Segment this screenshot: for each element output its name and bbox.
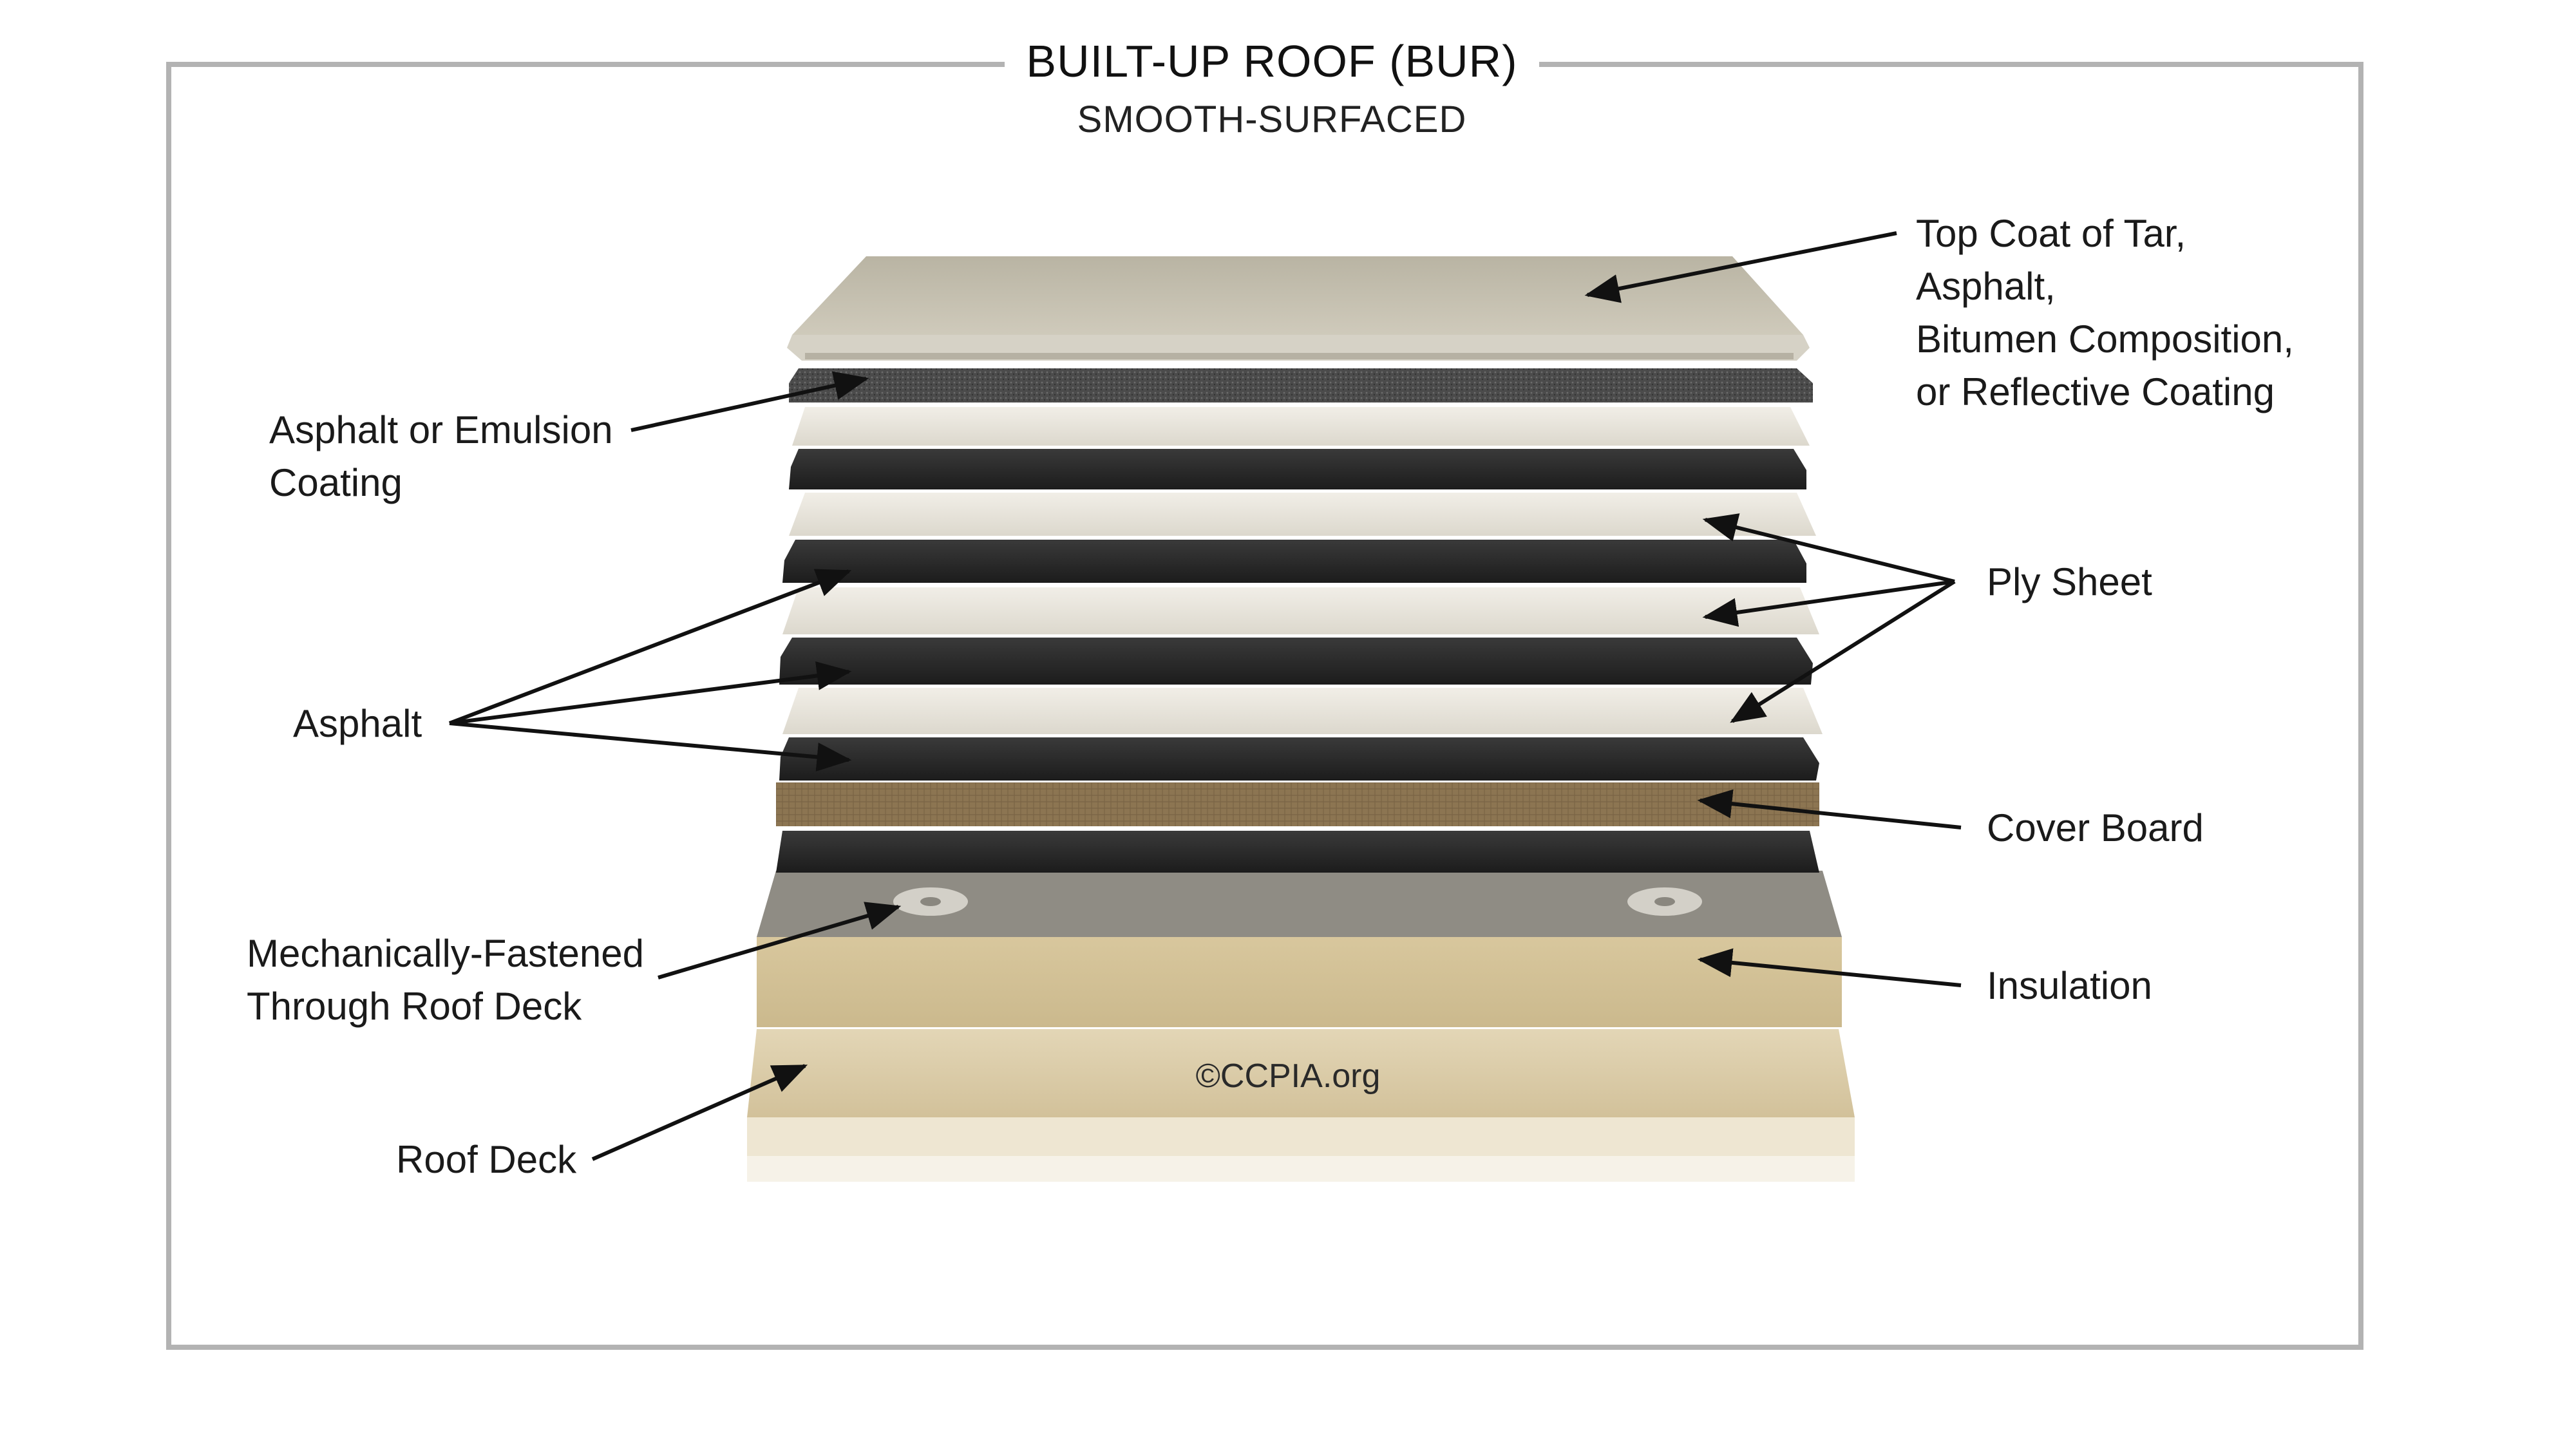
asphalt-layer-bottom bbox=[776, 831, 1819, 873]
copyright-text: ©CCPIA.org bbox=[1195, 1057, 1381, 1095]
label-cover-board: Cover Board bbox=[1987, 806, 2204, 849]
asphalt-layer-3 bbox=[779, 737, 1819, 781]
label-insulation: Insulation bbox=[1987, 964, 2152, 1007]
ply-sheet-1 bbox=[789, 493, 1816, 536]
label-asphalt: Asphalt bbox=[293, 702, 422, 745]
emulsion-coating-layer bbox=[789, 368, 1813, 402]
asphalt-layer-2 bbox=[779, 638, 1813, 685]
cover-board-layer bbox=[776, 782, 1819, 826]
asphalt-layer-top bbox=[789, 449, 1806, 489]
arrow-cover-board bbox=[1697, 789, 1962, 829]
roof-deck-layer bbox=[747, 1029, 1855, 1182]
ply-sheet-2 bbox=[782, 587, 1819, 634]
arrow-roof-deck bbox=[591, 1064, 808, 1161]
arrow-asphalt-2 bbox=[449, 661, 852, 725]
label-ply-sheet: Ply Sheet bbox=[1987, 560, 2152, 603]
top-coat-layer bbox=[787, 256, 1810, 361]
label-emulsion-coating: Asphalt or Emulsion Coating bbox=[269, 408, 613, 504]
label-mechanically-fastened: Mechanically-Fastened Through Roof Deck bbox=[247, 932, 644, 1028]
ply-sheet-3 bbox=[782, 688, 1823, 734]
arrow-insulation bbox=[1697, 948, 1962, 987]
arrow-ply-3 bbox=[1730, 580, 1956, 723]
diagram-title: BUILT-UP ROOF (BUR) bbox=[1026, 36, 1518, 86]
label-roof-deck: Roof Deck bbox=[396, 1138, 577, 1181]
annotation-arrows bbox=[448, 231, 1962, 1161]
arrow-top-coat bbox=[1584, 231, 1897, 303]
title-block: BUILT-UP ROOF (BUR) SMOOTH-SURFACED bbox=[1005, 26, 1539, 155]
arrow-ply-1 bbox=[1702, 513, 1955, 583]
asphalt-layer-1 bbox=[782, 540, 1806, 583]
arrow-asphalt-3 bbox=[449, 721, 852, 772]
diagram-subtitle: SMOOTH-SURFACED bbox=[1077, 99, 1467, 140]
insulation-layer bbox=[757, 871, 1842, 1027]
label-top-coat: Top Coat of Tar, Asphalt, Bitumen Compos… bbox=[1916, 212, 2294, 413]
fastener-head-right bbox=[1654, 897, 1675, 906]
arrow-asphalt-1 bbox=[448, 569, 852, 725]
arrow-emulsion bbox=[630, 371, 869, 432]
arrow-ply-2 bbox=[1702, 580, 1955, 627]
arrow-fastened bbox=[658, 902, 902, 980]
ply-sheet-top bbox=[792, 407, 1810, 446]
fastener-head-left bbox=[920, 897, 941, 906]
